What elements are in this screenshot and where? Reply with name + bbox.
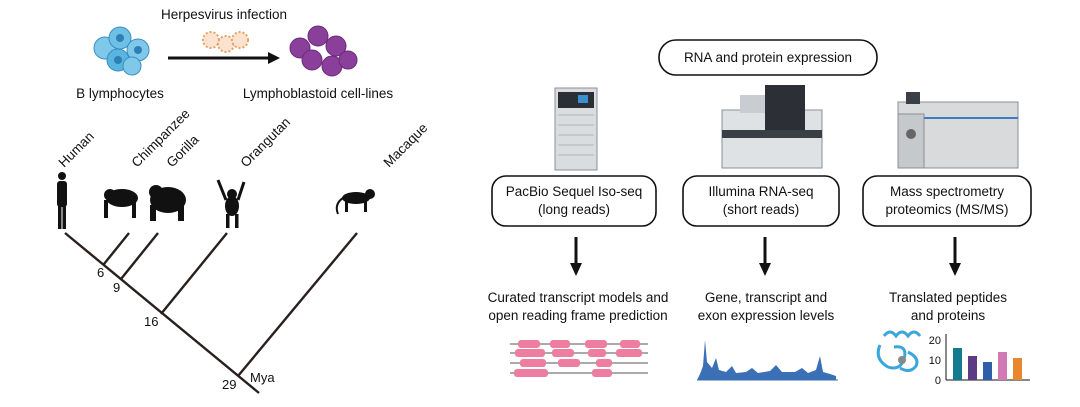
phylogenetic-tree [64, 232, 358, 394]
ms-output-line1: Translated peptides [889, 290, 1007, 305]
mass-spectrometer-icon [897, 92, 1019, 169]
ms-method-title: Mass spectrometry [890, 184, 1004, 199]
protein-structure-icon [876, 330, 922, 373]
node-age-16: 16 [144, 314, 158, 329]
pacbio-method-box [491, 175, 657, 227]
bar-2 [968, 356, 977, 380]
illumina-sequencer-icon [721, 85, 823, 169]
gorilla-silhouette-icon [149, 185, 186, 221]
bar-1 [953, 348, 962, 380]
illumina-method-subtitle: (short reads) [723, 202, 800, 217]
bar-3 [983, 362, 992, 380]
source-label: B lymphocytes [76, 86, 164, 101]
ms-method-subtitle: proteomics (MS/MS) [885, 202, 1008, 217]
pacbio-output-line1: Curated transcript models and [488, 290, 669, 305]
rna-protein-header-box [658, 39, 878, 76]
y-tick-0: 0 [935, 375, 941, 387]
pacbio-method-subtitle: (long reads) [538, 202, 610, 217]
expression-trace-icon [697, 340, 836, 380]
age-unit: Mya [250, 370, 275, 385]
illumina-output-line1: Gene, transcript and [705, 290, 827, 305]
bar-5 [1013, 358, 1022, 380]
bar-4 [998, 352, 1007, 380]
pacbio-method-title: PacBio Sequel Iso-seq [506, 184, 643, 199]
pipeline-header: RNA and protein expression [684, 50, 852, 65]
lcl-cells-icon [289, 25, 358, 77]
macaque-silhouette-icon [335, 189, 375, 215]
illumina-method-title: Illumina RNA-seq [708, 184, 813, 199]
b-lymphocytes-icon [93, 26, 150, 76]
illumina-output-line2: exon expression levels [698, 308, 835, 323]
species-human: Human [56, 129, 97, 170]
human-silhouette-icon [57, 172, 67, 229]
pacbio-output-line2: open reading frame prediction [488, 308, 667, 323]
down-arrows [570, 237, 961, 276]
pacbio-sequencer-icon [554, 87, 598, 171]
y-tick-10: 10 [929, 355, 941, 367]
species-macaque: Macaque [381, 120, 431, 170]
node-age-9: 9 [113, 280, 120, 295]
infection-label: Herpesvirus infection [161, 7, 287, 22]
node-age-29: 29 [222, 377, 236, 392]
ms-method-box [862, 175, 1032, 227]
virus-icon [202, 31, 249, 53]
node-age-6: 6 [97, 265, 104, 280]
chimpanzee-silhouette-icon [104, 189, 138, 218]
transcript-models-icon [510, 340, 648, 377]
ms-output-line2: and proteins [911, 308, 986, 323]
protein-abundance-bar-chart: 0 10 20 [929, 334, 1030, 387]
target-label: Lymphoblastoid cell-lines [243, 86, 394, 101]
orangutan-silhouette-icon [216, 179, 246, 228]
species-orangutan: Orangutan [238, 114, 294, 170]
illumina-method-box [682, 175, 840, 227]
y-tick-20: 20 [929, 335, 941, 347]
